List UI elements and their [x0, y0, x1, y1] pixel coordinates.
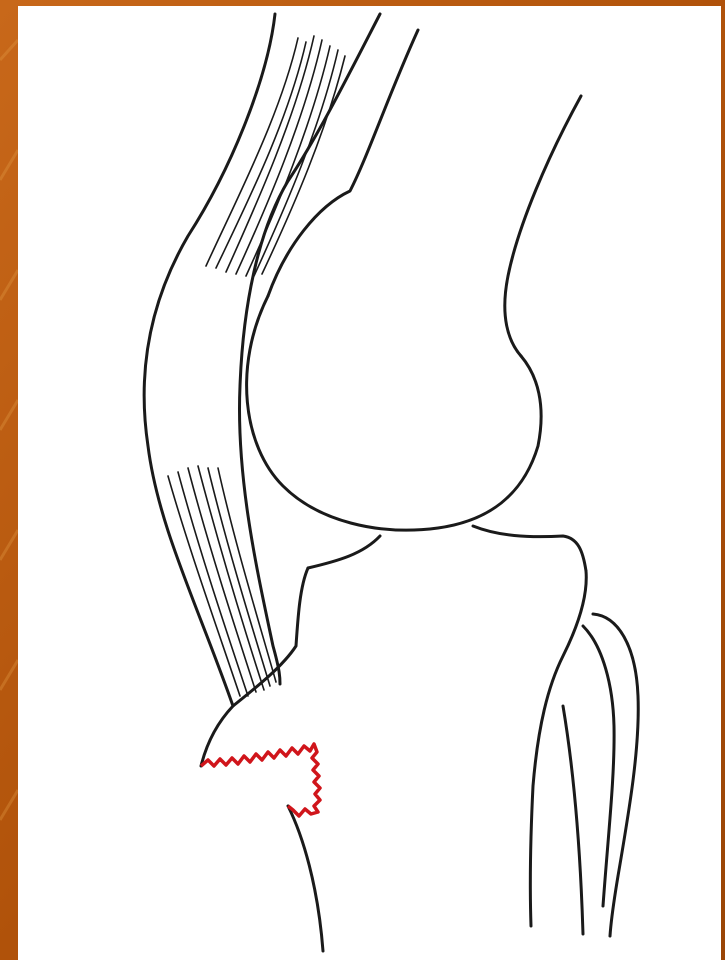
knee-diagram	[18, 6, 721, 960]
drawing-sheet	[18, 6, 721, 960]
